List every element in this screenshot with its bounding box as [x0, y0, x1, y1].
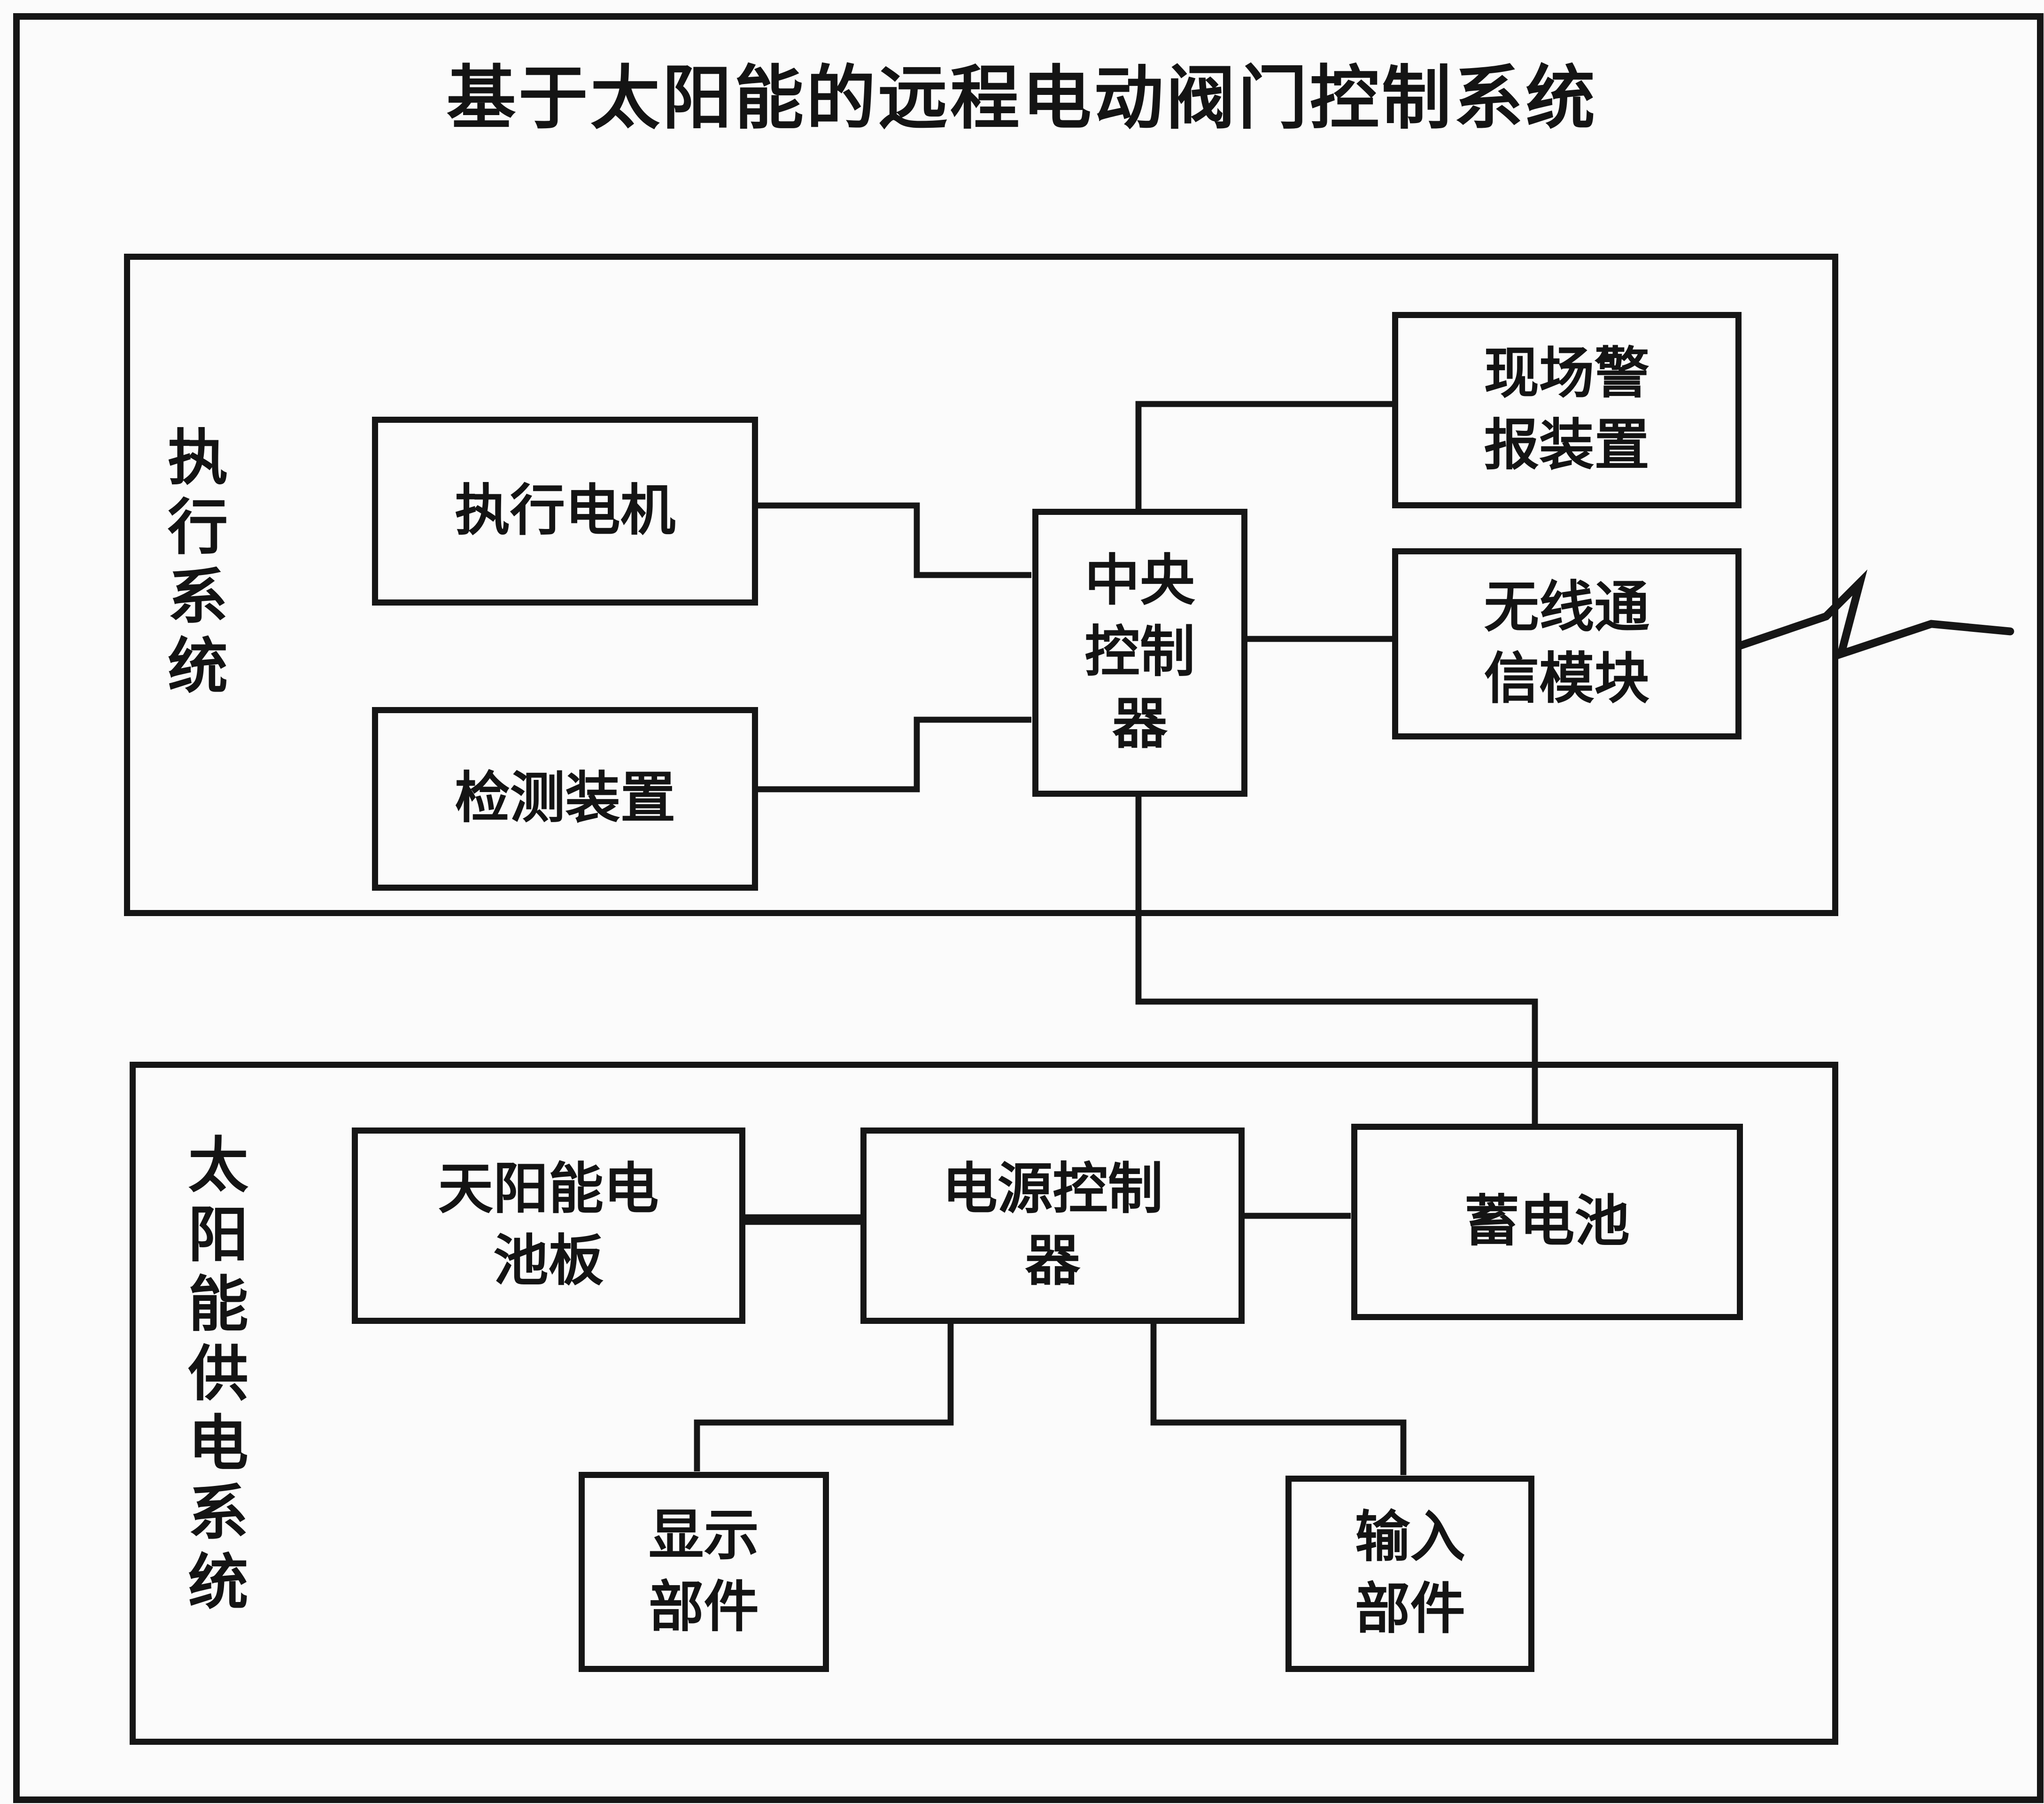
power-controller-label-line2: 器: [1025, 1230, 1080, 1292]
solar-system-label: 太阳能供电系统: [178, 1133, 246, 1620]
solar-panel-label-line2: 池板: [493, 1230, 604, 1292]
wireless-module-label-line2: 信模块: [1484, 649, 1649, 710]
box-power-controller: 电源控制 器: [860, 1128, 1245, 1324]
box-input-part: 输入 部件: [1285, 1476, 1535, 1672]
wireless-signal-lightning-icon: [1734, 569, 2014, 660]
central-controller-label-line2: 控制: [1084, 622, 1195, 684]
detection-device-label: 检测装置: [455, 768, 676, 830]
box-site-alarm: 现场警 报装置: [1392, 312, 1742, 508]
connector-controller-to-alarm: [1135, 401, 1392, 509]
box-solar-panel: 天阳能电 池板: [351, 1128, 745, 1324]
solar-panel-label-line1: 天阳能电: [438, 1159, 659, 1221]
execution-system-label: 执行系统: [158, 426, 225, 704]
battery-label: 蓄电池: [1464, 1191, 1630, 1252]
box-battery: 蓄电池: [1351, 1124, 1743, 1320]
box-exec-motor: 执行电机: [372, 417, 759, 606]
exec-motor-label: 执行电机: [455, 480, 676, 542]
display-part-label-line1: 显示: [649, 1505, 759, 1567]
central-controller-label-line1: 中央: [1084, 550, 1195, 612]
box-central-controller: 中央 控制 器: [1032, 508, 1247, 797]
power-controller-label-line1: 电源控制: [942, 1159, 1163, 1221]
box-display-part: 显示 部件: [578, 1472, 829, 1672]
box-wireless-module: 无线通 信模块: [1392, 548, 1742, 739]
connector-exec-motor-to-controller: [746, 502, 1031, 578]
execution-system-section: [124, 253, 1839, 916]
central-controller-label-line3: 器: [1112, 694, 1168, 755]
outer-border: [13, 13, 2044, 1804]
connector-controller-to-battery: [1135, 785, 1538, 1124]
box-detection-device: 检测装置: [372, 707, 759, 891]
connector-detection-to-controller: [746, 716, 1031, 793]
input-part-label-line1: 输入: [1355, 1507, 1465, 1569]
connector-power-controller-to-display: [694, 1312, 954, 1471]
site-alarm-label-line1: 现场警: [1484, 343, 1649, 405]
site-alarm-label-line2: 报装置: [1484, 415, 1649, 477]
connector-power-controller-to-input: [1150, 1312, 1407, 1475]
solar-power-system-section: [129, 1061, 1839, 1745]
wireless-module-label-line1: 无线通: [1484, 577, 1649, 638]
figure-title: 基于太阳能的远程电动阀门控制系统: [446, 61, 1598, 138]
input-part-label-line2: 部件: [1355, 1578, 1465, 1640]
display-part-label-line2: 部件: [649, 1577, 759, 1639]
